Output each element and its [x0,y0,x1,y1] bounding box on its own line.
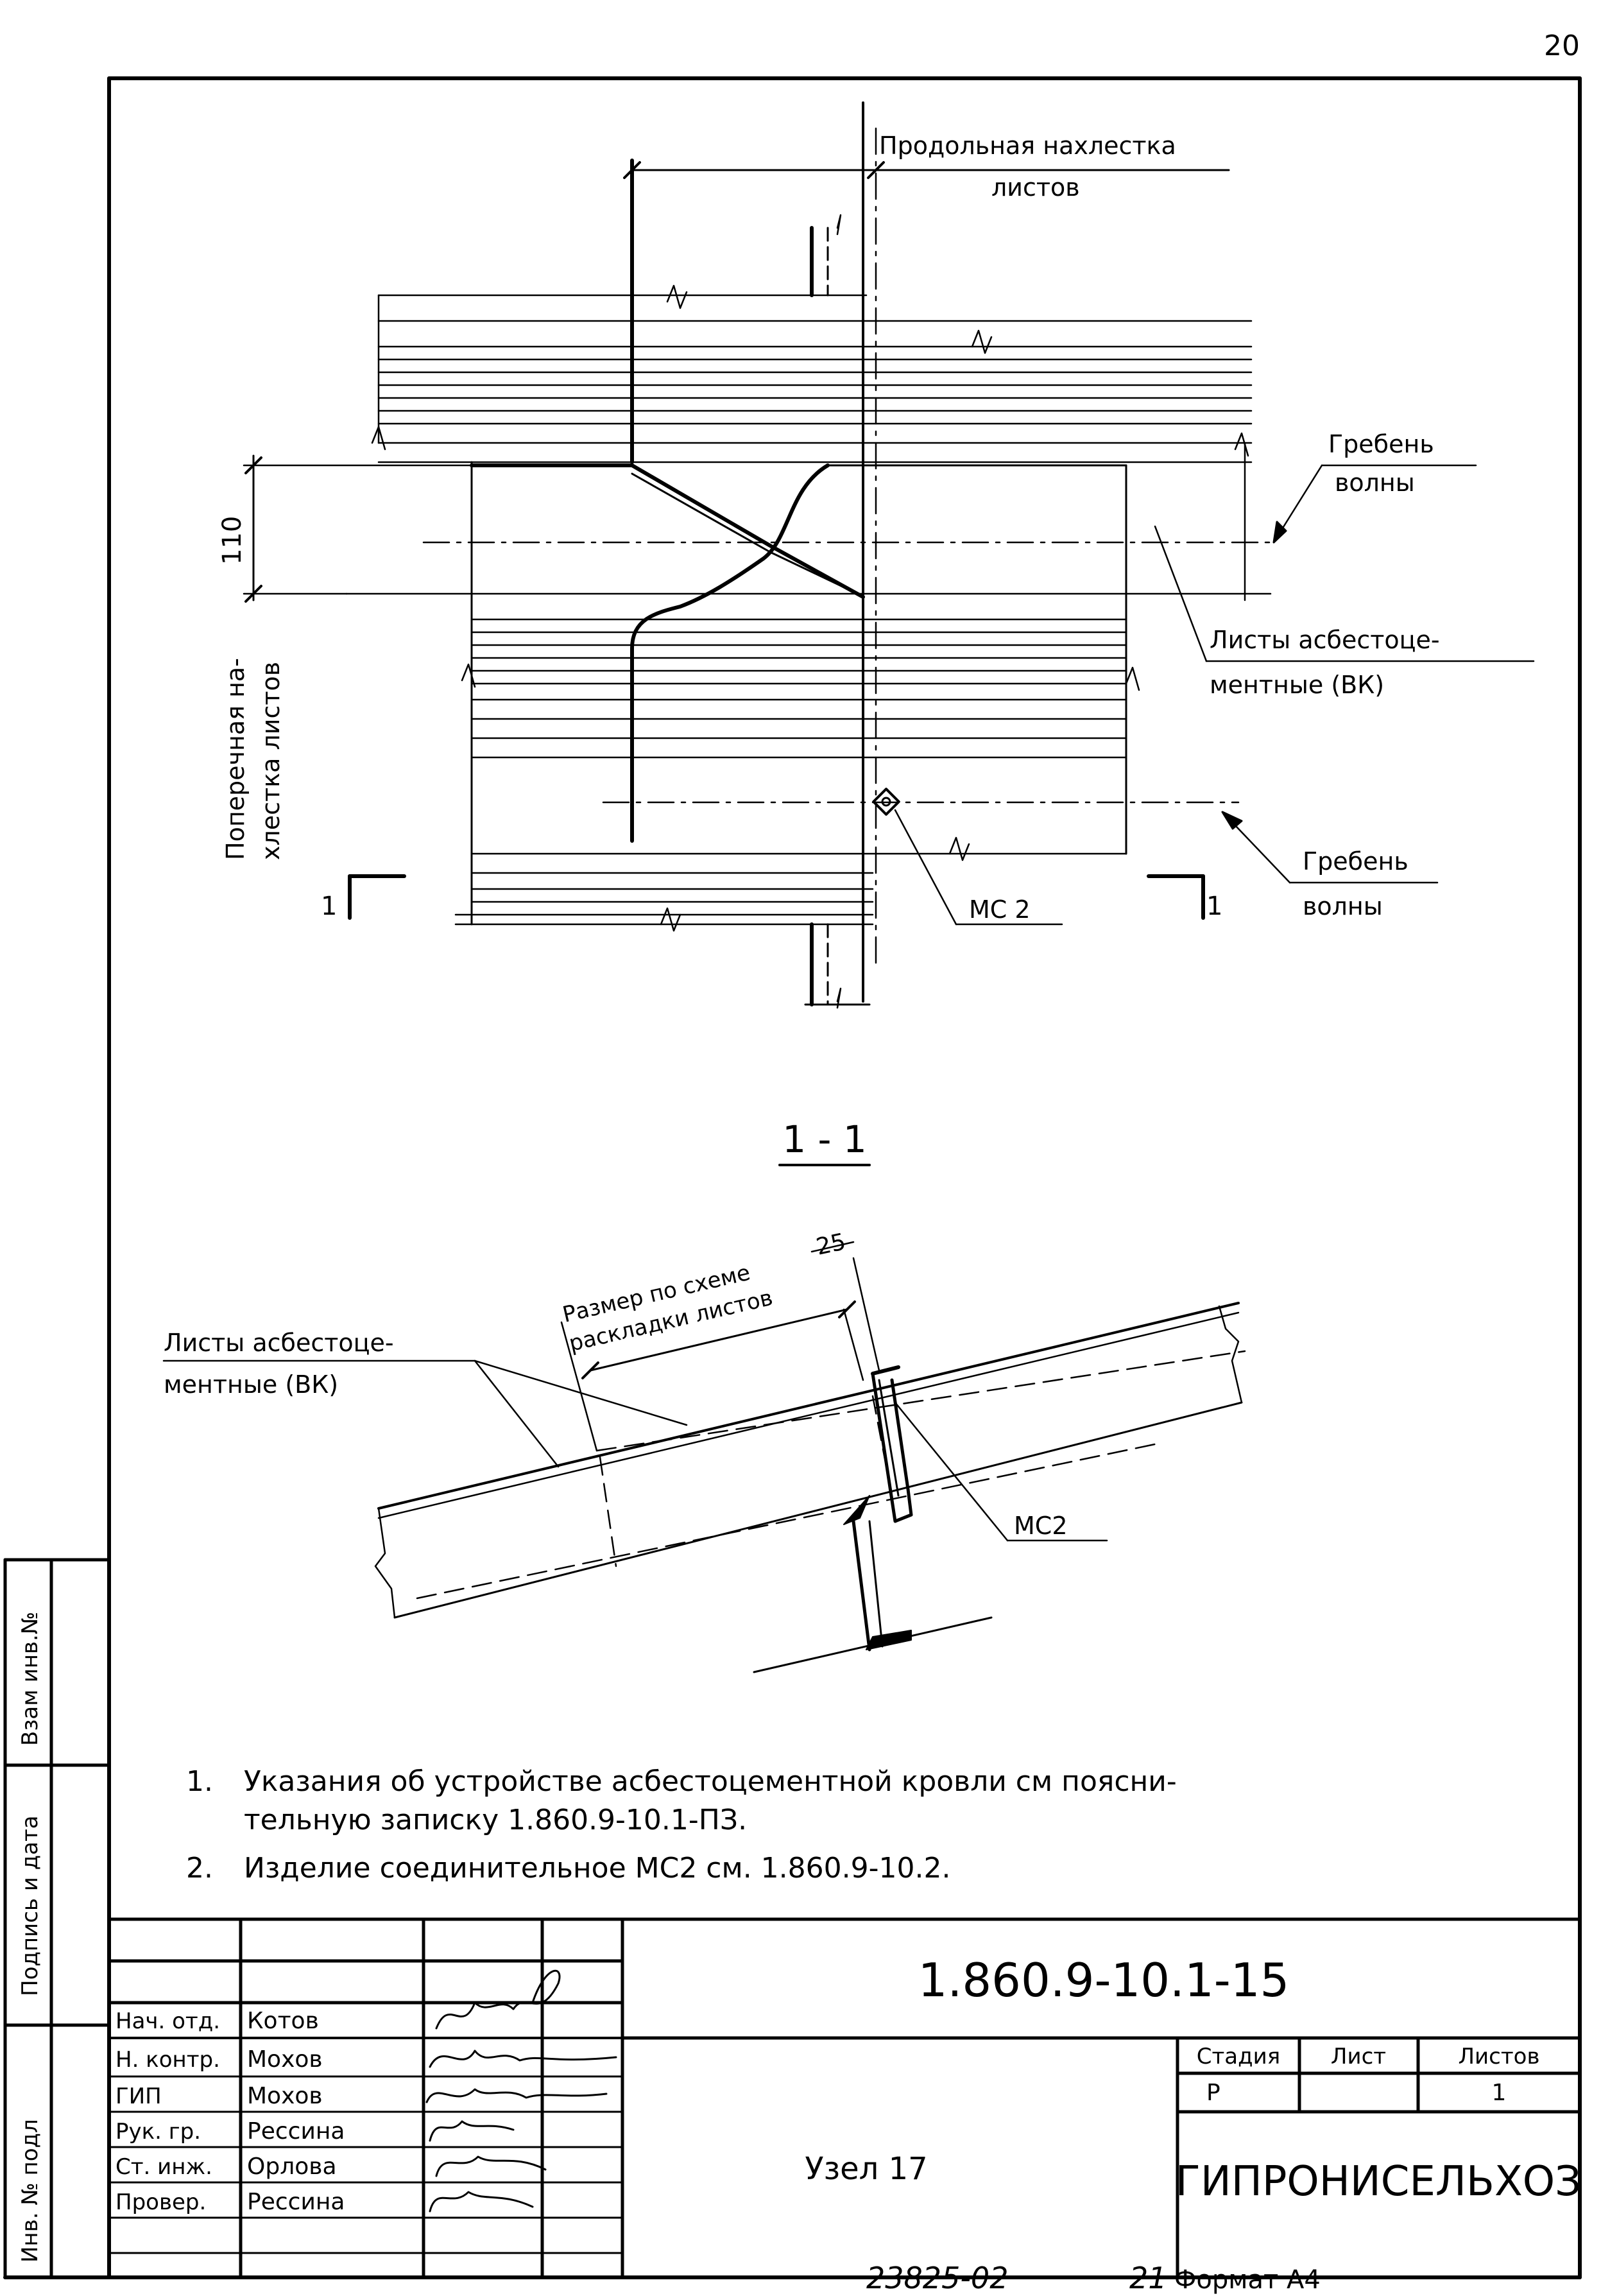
role-standards-control: Н. контр. [116,2047,220,2073]
signature-5 [435,2155,547,2177]
dimension-110: 110 [218,516,247,565]
stamp-original-inv: Инв. № подл [17,2119,43,2263]
transverse-overlap-line1: Поперечная на- [221,658,250,860]
note-1-line2: тельную записку 1.860.9-10.1-ПЗ. [244,1804,747,1836]
side-stamp [3,1558,111,2279]
longitudinal-overlap-line2: листов [991,173,1080,202]
stamp-replacement-inv: Взам инв.№ [17,1612,43,1746]
signature-4 [429,2120,515,2142]
note-2-line1: Изделие соединительное МС2 см. 1.860.9-1… [244,1852,950,1885]
note-2-number: 2. [186,1852,213,1885]
outer-frame [3,76,1582,2279]
longitudinal-overlap-line1: Продольная нахлестка [879,132,1176,160]
name-checked-by: Рессина [247,2189,345,2215]
wave-crest-top-line2: волны [1335,469,1415,497]
plan-view [243,101,1535,1009]
sheets-label-section-line1: Листы асбестоце- [164,1329,394,1357]
sheets-value: 1 [1492,2080,1507,2106]
stage-header: Стадия [1197,2044,1280,2069]
transverse-overlap-line2: хлестка листов [257,662,285,860]
node-title: Узел 17 [805,2151,927,2187]
stage-value: Р [1206,2080,1220,2106]
role-checked-by: Провер. [116,2189,206,2215]
footer-format: Формат А4 [1174,2265,1321,2295]
lower-sheet-hatching [454,618,1127,926]
sheets-header: Листов [1458,2044,1539,2069]
cut-marker-right: 1 [1206,892,1222,921]
name-head-of-department: Котов [247,2008,319,2034]
page-number: 20 [1544,30,1580,62]
document-code: 1.860.9-10.1-15 [918,1953,1290,2007]
wave-crest-bottom-line2: волны [1303,892,1383,920]
name-senior-engineer: Орлова [247,2154,337,2180]
wave-crest-top-line1: Гребень [1328,430,1434,458]
dimension-25: 25 [814,1229,848,1261]
signature-2 [429,2050,617,2068]
sheet-header: Лист [1331,2044,1386,2069]
role-chief-engineer: ГИП [116,2084,162,2109]
cut-marker-left: 1 [321,892,337,921]
role-head-of-department: Нач. отд. [116,2008,220,2034]
mc2-label-plan: МС 2 [969,895,1031,924]
role-group-lead: Рук. гр. [116,2119,201,2145]
organization-name: ГИПРОНИСЕЛЬХОЗ [1176,2158,1581,2205]
sheets-label-plan-line1: Листы асбестоце- [1210,626,1440,654]
signature-3 [425,2088,608,2103]
notes: 1. Указания об устройстве асбестоцементн… [186,1765,1177,1885]
signatures [425,1969,617,2213]
sheets-label-plan-line2: ментные (ВК) [1210,671,1384,699]
name-chief-engineer: Мохов [247,2083,323,2109]
name-standards-control: Мохов [247,2046,323,2073]
note-1-number: 1. [186,1765,213,1798]
wave-crest-bottom-line1: Гребень [1303,847,1408,876]
signature-1 [435,1969,561,2030]
stamp-signature-date: Подпись и дата [17,1815,43,1996]
note-1-line1: Указания об устройстве асбестоцементной … [244,1765,1177,1798]
mc2-label-section: МС2 [1014,1512,1068,1540]
sheets-label-section-line2: ментные (ВК) [164,1370,338,1399]
section-title: 1 - 1 [782,1118,867,1161]
title-block-grid [107,1917,1582,2279]
upper-sheet-hatching [377,294,1253,601]
role-senior-engineer: Ст. инж. [116,2154,212,2180]
section-view [162,1241,1246,1673]
footer-sub: 21 [1129,2261,1167,2295]
footer-number: 23825-02 [866,2261,1008,2295]
signature-6 [429,2191,534,2213]
name-group-lead: Рессина [247,2118,345,2145]
